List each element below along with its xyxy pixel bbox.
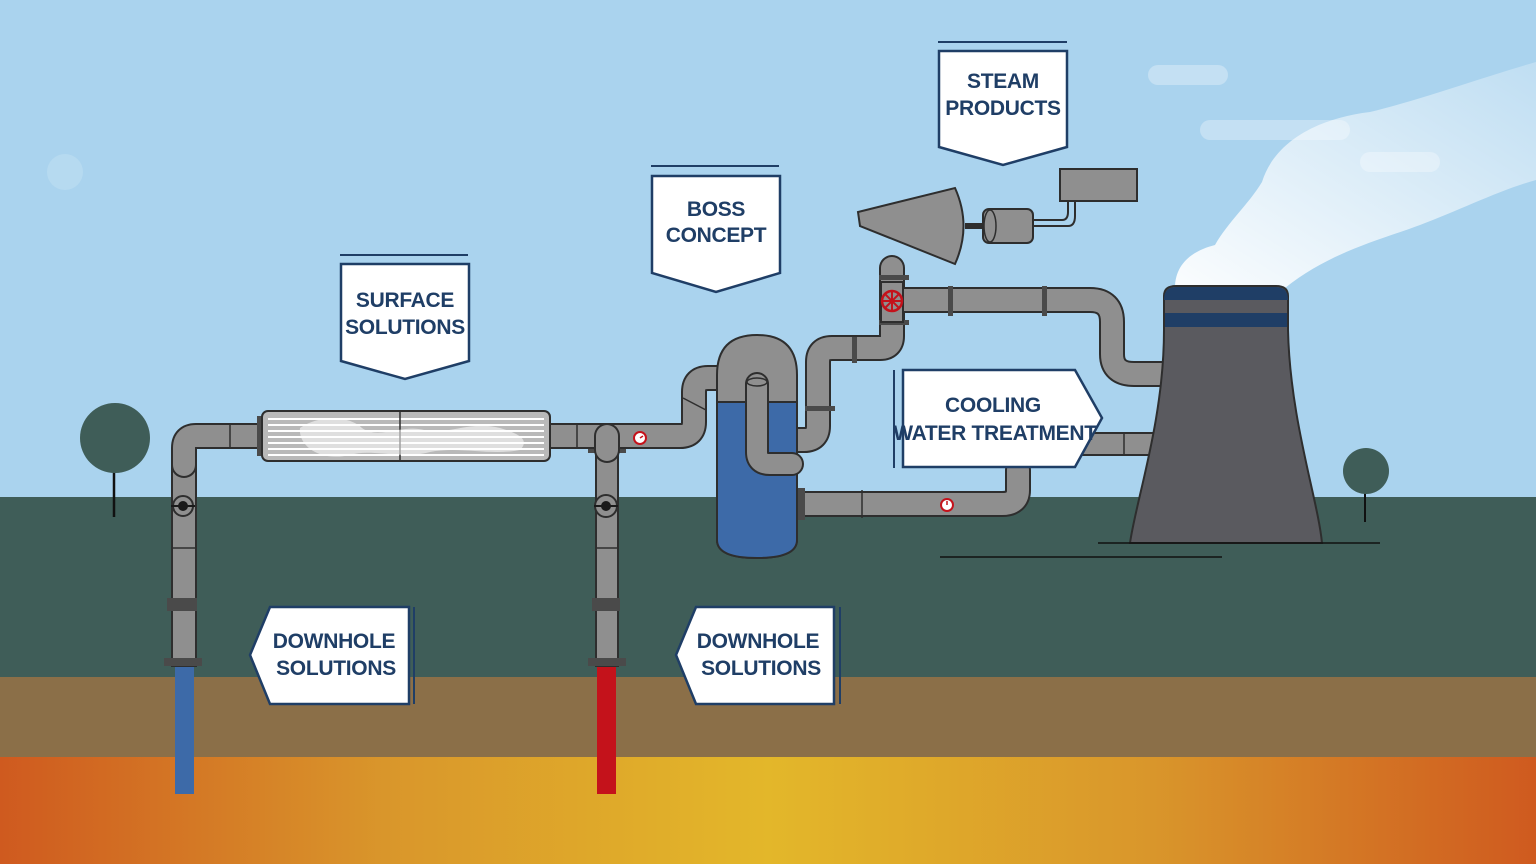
downhole-right-line1: DOWNHOLE xyxy=(697,630,820,653)
cooling-water-treatment-line2: WATER TREATMENT xyxy=(893,422,1097,445)
left-well-pipe xyxy=(164,459,202,667)
pressure-gauge-icon xyxy=(940,498,954,512)
steam-turbine xyxy=(856,186,985,266)
steam-products-line1: STEAM xyxy=(967,70,1039,93)
surface-solutions-line1: SURFACE xyxy=(356,289,455,312)
right-well-valve-icon xyxy=(594,494,618,518)
cooling-water-treatment-label[interactable]: COOLING WATER TREATMENT xyxy=(893,368,1104,469)
downhole-right-line2: SOLUTIONS xyxy=(701,657,821,680)
steam-products-label[interactable]: STEAM PRODUCTS xyxy=(937,41,1069,167)
pipe-network xyxy=(171,255,1185,520)
cooling-tower xyxy=(1128,285,1324,544)
steam-separator-vessel xyxy=(716,333,804,560)
downhole-left-line1: DOWNHOLE xyxy=(273,630,396,653)
boss-concept-label[interactable]: BOSS CONCEPT xyxy=(650,165,782,294)
steam-control-valve-icon xyxy=(880,281,904,323)
heat-exchanger xyxy=(257,410,551,462)
hot-production-well xyxy=(597,666,616,794)
steam-plume xyxy=(1175,62,1536,288)
surface-solutions-line2: SOLUTIONS xyxy=(345,316,465,339)
tree-left xyxy=(80,403,150,517)
magma-layer xyxy=(0,757,1536,864)
cold-injection-well xyxy=(175,666,194,794)
cooling-water-treatment-line1: COOLING xyxy=(945,394,1041,417)
boss-concept-line1: BOSS xyxy=(687,198,746,221)
left-well-valve-icon xyxy=(171,495,195,517)
pressure-gauge-icon xyxy=(633,431,647,445)
surface-solutions-label[interactable]: SURFACE SOLUTIONS xyxy=(339,254,471,381)
generator xyxy=(982,168,1138,244)
downhole-left-line2: SOLUTIONS xyxy=(276,657,396,680)
boss-concept-line2: CONCEPT xyxy=(666,224,767,247)
downhole-solutions-left-label[interactable]: DOWNHOLE SOLUTIONS xyxy=(248,605,415,706)
downhole-solutions-right-label[interactable]: DOWNHOLE SOLUTIONS xyxy=(674,605,841,706)
steam-products-line2: PRODUCTS xyxy=(945,97,1061,120)
tree-right xyxy=(1343,448,1389,522)
